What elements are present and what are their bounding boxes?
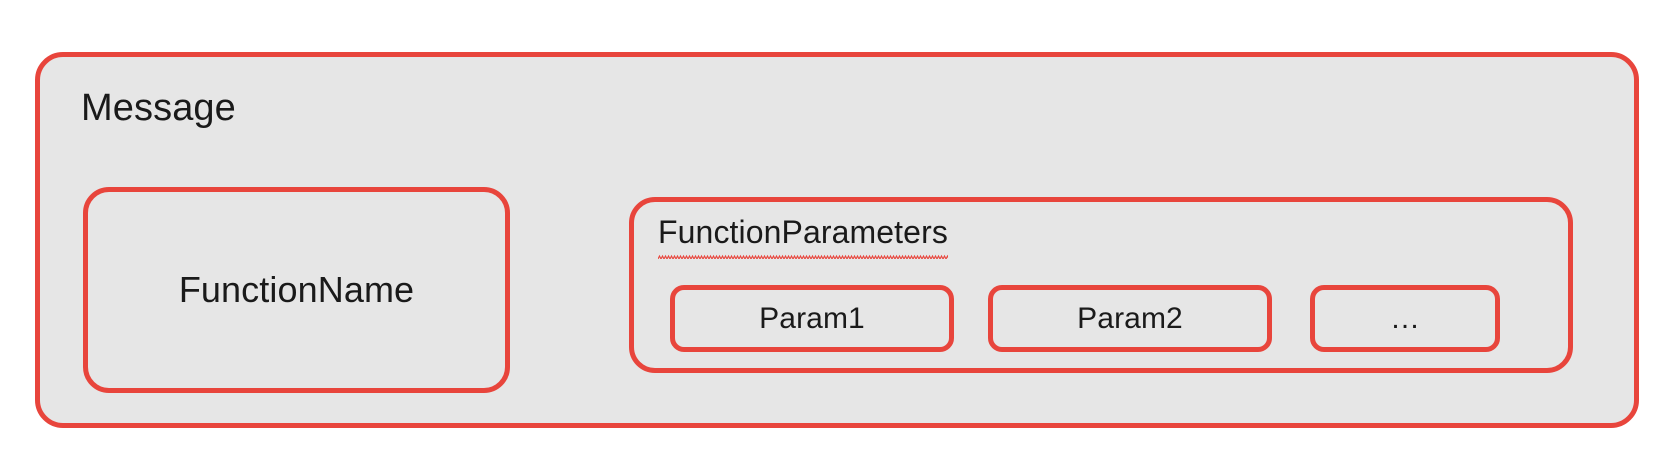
message-box[interactable]: Message FunctionName FunctionParameters … bbox=[35, 52, 1639, 428]
parameter-list: Param1 Param2 … bbox=[670, 285, 1500, 352]
parameter-box-1[interactable]: Param1 bbox=[670, 285, 954, 352]
function-name-box[interactable]: FunctionName bbox=[83, 187, 510, 393]
function-parameters-box[interactable]: FunctionParameters Param1 Param2 … bbox=[629, 197, 1573, 373]
parameter-box-2[interactable]: Param2 bbox=[988, 285, 1272, 352]
spellcheck-squiggle-underline bbox=[658, 252, 948, 259]
parameter-box-ellipsis[interactable]: … bbox=[1310, 285, 1500, 352]
message-title: Message bbox=[81, 87, 236, 129]
function-name-label: FunctionName bbox=[178, 269, 415, 310]
function-parameters-label-group: FunctionParameters bbox=[658, 213, 948, 259]
function-parameters-label: FunctionParameters bbox=[658, 214, 948, 250]
